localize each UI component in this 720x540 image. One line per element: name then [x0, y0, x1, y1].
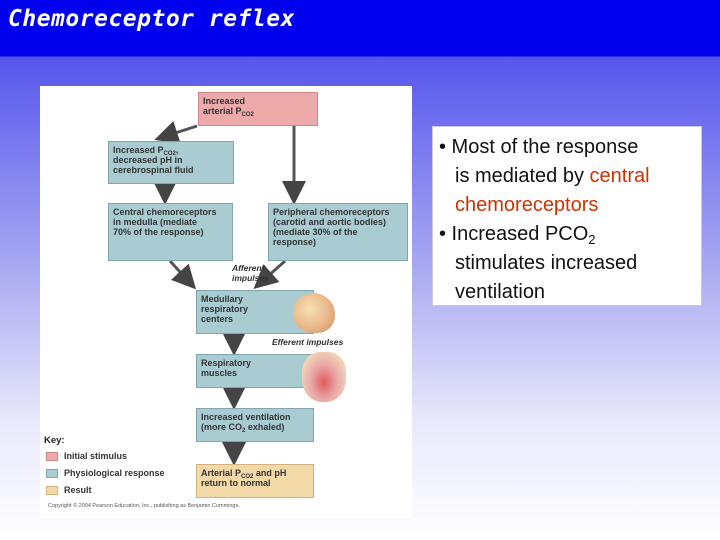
label-afferent-impulses: Afferent impulses — [232, 263, 269, 283]
box-central-chemoreceptors: Central chemoreceptors in medulla (media… — [108, 203, 233, 261]
key-swatch-result — [46, 486, 58, 495]
copyright-notice: Copyright © 2004 Pearson Education, Inc.… — [48, 503, 240, 509]
arrow-stim-to-csf — [154, 121, 198, 144]
bullet-1-line-3: chemoreceptors — [455, 194, 599, 216]
title-bar: Chemoreceptor reflex — [0, 0, 720, 56]
arrow-peripheral-to-medulla — [253, 259, 286, 289]
key-label-initial-stimulus: Initial stimulus — [64, 451, 128, 461]
bullet-2-line-1: • Increased PCO2 — [439, 223, 596, 247]
box-increased-ventilation: Increased ventilation (more CO2 exhaled) — [196, 408, 314, 442]
bullet-2-line-3: ventilation — [455, 281, 546, 303]
brain-illustration — [293, 293, 335, 333]
label-efferent-impulses: Efferent impulses — [272, 337, 344, 347]
bullet-2-line-2: stimulates increased — [455, 252, 638, 274]
key-label-result: Result — [64, 485, 92, 495]
flow-arrows — [153, 121, 306, 466]
box-medullary-respiratory-centers: Medullary respiratory centers — [196, 290, 314, 334]
bullet-1-line-1: • Most of the response — [439, 136, 639, 158]
bullet-1-line-2: is mediated by central — [455, 165, 650, 187]
key-swatch-physiological-response — [46, 469, 58, 478]
bullet-text-box: • Most of the response is mediated by ce… — [432, 126, 702, 306]
arrow-central-to-medulla — [168, 259, 197, 290]
key-label-physiological-response: Physiological response — [64, 468, 165, 478]
box-respiratory-muscles: Respiratory muscles — [196, 354, 314, 388]
highlight-central: central — [589, 165, 650, 187]
thorax-illustration — [302, 352, 346, 402]
key-title: Key: — [44, 435, 65, 446]
box-peripheral-chemoreceptors: Peripheral chemoreceptors (carotid and a… — [268, 203, 408, 261]
box-csf: Increased PCO2, decreased pH in cerebros… — [108, 141, 234, 184]
box-result-return-to-normal: Arterial PCO2 and pH return to normal — [196, 464, 314, 498]
slide-title: Chemoreceptor reflex — [8, 6, 295, 32]
key-swatch-initial-stimulus — [46, 452, 58, 461]
box-increased-arterial-pco2: Increased arterial PCO2 — [198, 92, 318, 126]
flowchart-figure: Increased arterial PCO2 Increased PCO2, … — [40, 86, 412, 518]
